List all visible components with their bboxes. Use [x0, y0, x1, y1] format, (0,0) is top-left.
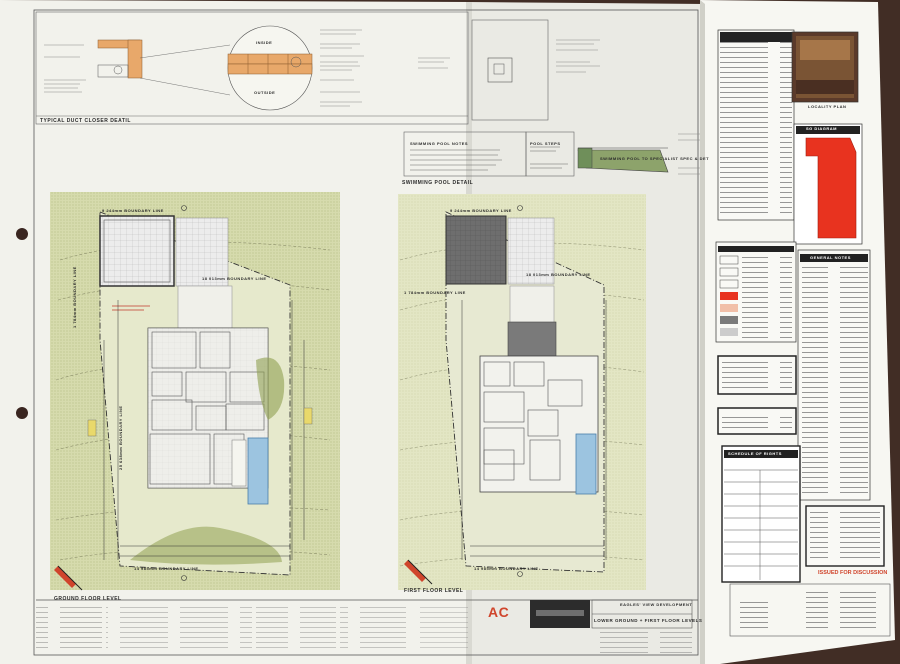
boundary-right-label: 25 638mm BOUNDARY LINE — [118, 405, 123, 470]
general-notes-label: GENERAL NOTES — [810, 255, 851, 260]
locality-plan-label: LOCALITY PLAN — [808, 104, 847, 109]
punch-hole — [16, 407, 28, 419]
punch-hole — [16, 228, 28, 240]
duct-outside-label: OUTSIDE — [254, 90, 276, 95]
project-name: EAGLES' VIEW DEVELOPMENT — [620, 602, 693, 607]
boundary-top-label-2: 9 244mm BOUNDARY LINE — [450, 208, 512, 213]
pool-notes-title: SWIMMING POOL NOTES — [410, 141, 469, 146]
boundary-left-label-2: 1 784mm BOUNDARY LINE — [404, 290, 466, 295]
boundary-bottom-label: 14 985mm BOUNDARY LINE — [134, 566, 199, 571]
boundary-left-label: 1 784mm BOUNDARY LINE — [72, 266, 77, 328]
sg-diagram-label: SG DIAGRAM — [806, 126, 837, 131]
ground-floor-title: GROUND FLOOR LEVEL — [54, 596, 122, 602]
boundary-top-label: 9 244mm BOUNDARY LINE — [102, 208, 164, 213]
pool-spec-label: SWIMMING POOL TO SPECIALIST SPEC & DET — [600, 156, 710, 161]
schedule-label: SCHEDULE OF RIGHTS — [728, 451, 782, 456]
duct-detail-title: TYPICAL DUCT CLOSER DEATIL — [40, 118, 131, 124]
duct-inside-label: INSIDE — [256, 40, 273, 45]
north-arrow-icon — [54, 565, 83, 591]
pool-detail-title: SWIMMING POOL DETAIL — [402, 180, 474, 186]
first-floor-title: FIRST FLOOR LEVEL — [404, 588, 464, 594]
issued-stamp: ISSUED FOR DISCUSSION — [818, 570, 888, 576]
boundary-bottom-label-2: 14 985mm BOUNDARY LINE — [474, 566, 539, 571]
firm-logo: AC — [488, 604, 510, 620]
boundary-inner-label-2: 18 013mm BOUNDARY LINE — [526, 272, 591, 277]
drawing-name: LOWER GROUND + FIRST FLOOR LEVELS — [594, 618, 703, 623]
north-arrow-icon — [404, 559, 433, 585]
boundary-inner-label: 18 013mm BOUNDARY LINE — [202, 276, 267, 281]
sg-diagram-plot — [805, 137, 857, 239]
pool-steps-title: POOL STEPS — [530, 141, 561, 146]
